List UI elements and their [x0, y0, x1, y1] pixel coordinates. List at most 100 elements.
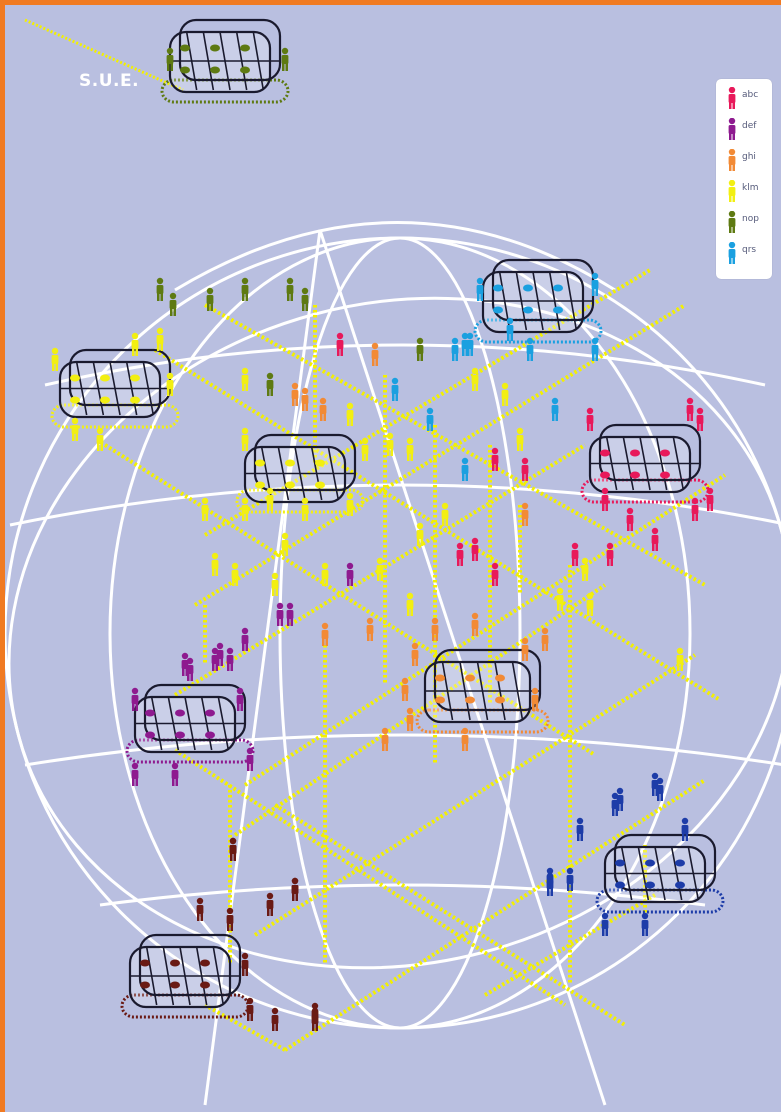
seated-person: [600, 450, 610, 457]
person-icon: [407, 593, 414, 616]
person-icon: [302, 288, 309, 311]
person-icon: [367, 618, 374, 641]
person-icon: [652, 528, 659, 551]
person-icon: [392, 378, 399, 401]
person-icon: [247, 998, 254, 1021]
person-icon: [427, 408, 434, 431]
person-icon: [320, 398, 327, 421]
person-icon: [587, 593, 594, 616]
person-icon: [542, 628, 549, 651]
person-icon: [577, 818, 584, 841]
person-icon: [642, 913, 649, 936]
person-icon: [362, 438, 369, 461]
seated-person: [210, 67, 220, 74]
legend-label: nop: [742, 214, 759, 224]
person-icon: [467, 333, 474, 356]
seated-person: [170, 982, 180, 989]
person-icon: [522, 503, 529, 526]
seated-person: [130, 397, 140, 404]
person-icon: [272, 1008, 279, 1031]
person-icon: [417, 338, 424, 361]
person-icon: [267, 488, 274, 511]
cage-pod-icon: [417, 650, 548, 732]
seated-person: [675, 882, 685, 889]
person-icon: [412, 643, 419, 666]
person-icon: [187, 658, 194, 681]
person-icon: [567, 868, 574, 891]
legend-label: ghi: [742, 152, 756, 162]
legend-label: def: [742, 121, 756, 131]
person-icon: [157, 278, 164, 301]
seated-person: [100, 397, 110, 404]
person-icon: [272, 573, 279, 596]
person-icon: [202, 498, 209, 521]
person-icon: [230, 838, 237, 861]
person-icon: [242, 498, 249, 521]
legend-label: abc: [742, 90, 758, 100]
person-icon: [517, 428, 524, 451]
seated-person: [675, 860, 685, 867]
seated-person: [553, 307, 563, 314]
person-icon: [72, 418, 79, 441]
person-icon: [617, 788, 624, 811]
person-icon: [572, 543, 579, 566]
seated-person: [630, 472, 640, 479]
person-icon: [237, 688, 244, 711]
seated-person: [523, 285, 533, 292]
seated-person: [495, 675, 505, 682]
cage-pod-icon: [597, 835, 723, 912]
cage-pod-icon: [127, 685, 253, 762]
person-icon: [557, 588, 564, 611]
legend-item-def: def: [726, 118, 772, 138]
person-icon: [492, 563, 499, 586]
person-icon: [322, 623, 329, 646]
person-icon: [242, 428, 249, 451]
seated-person: [255, 482, 265, 489]
person-icon: [132, 763, 139, 786]
person-icon: [212, 553, 219, 576]
cage-pod-icon: [237, 435, 363, 512]
person-icon: [726, 87, 738, 109]
person-icon: [657, 778, 664, 801]
person-icon: [302, 388, 309, 411]
person-icon: [337, 333, 344, 356]
person-icon: [132, 333, 139, 356]
seated-person: [180, 67, 190, 74]
person-icon: [407, 708, 414, 731]
person-icon: [347, 403, 354, 426]
person-icon: [282, 48, 289, 71]
person-icon: [527, 338, 534, 361]
seated-person: [285, 460, 295, 467]
seated-person: [205, 710, 215, 717]
person-icon: [267, 373, 274, 396]
seated-person: [553, 285, 563, 292]
legend-item-nop: nop: [726, 211, 772, 231]
seated-person: [435, 675, 445, 682]
seated-person: [200, 960, 210, 967]
seated-person: [170, 960, 180, 967]
seated-person: [465, 697, 475, 704]
person-icon: [726, 242, 738, 264]
person-icon: [462, 728, 469, 751]
seated-person: [645, 882, 655, 889]
person-icon: [292, 878, 299, 901]
person-icon: [726, 149, 738, 171]
person-icon: [170, 293, 177, 316]
person-icon: [726, 180, 738, 202]
seated-person: [615, 882, 625, 889]
person-icon: [627, 508, 634, 531]
legend-label: qrs: [742, 245, 756, 255]
seated-person: [180, 45, 190, 52]
person-icon: [502, 383, 509, 406]
person-icon: [417, 523, 424, 546]
person-icon: [97, 428, 104, 451]
person-icon: [292, 383, 299, 406]
seated-person: [493, 307, 503, 314]
person-icon: [582, 558, 589, 581]
seated-person: [200, 982, 210, 989]
person-icon: [242, 628, 249, 651]
person-icon: [267, 893, 274, 916]
seated-person: [70, 397, 80, 404]
